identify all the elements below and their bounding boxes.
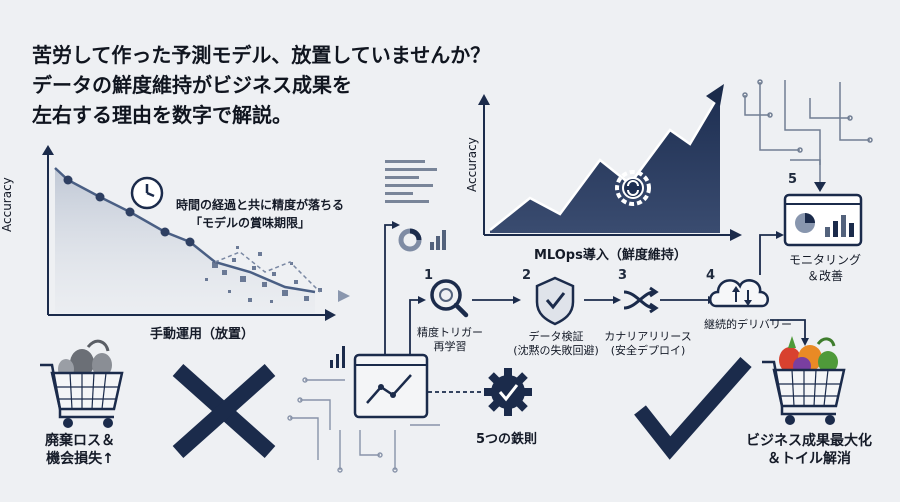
step-1-label: 精度トリガー 再学習 — [414, 326, 486, 354]
step-5-number: 5 — [788, 172, 798, 187]
decay-point — [160, 227, 170, 237]
step-2-label-line-2: (沈黙の失敗回避) — [513, 344, 599, 357]
decay-chart-ylabel: Accuracy — [0, 177, 14, 232]
mini-bars-icon — [330, 346, 345, 368]
growth-y-arrow-icon — [478, 94, 490, 105]
loss-label: 廃棄ロス＆ 機会損失↑ — [20, 432, 140, 468]
step-3-label: カナリアリリース (安全デプロイ) — [600, 330, 696, 358]
step-5-label-line-1: モニタリング — [788, 253, 861, 267]
step-1-label-line-1: 精度トリガー — [417, 326, 483, 339]
gear-check-icon — [484, 368, 532, 416]
step-1-number: 1 — [424, 268, 434, 283]
monitor-arrow-icon — [814, 182, 826, 192]
shopping-cart-gain-icon — [762, 336, 846, 425]
step-2-label: データ検証 (沈黙の失敗回避) — [506, 330, 606, 358]
step-3-number: 3 — [618, 268, 628, 283]
step-2-number: 2 — [522, 268, 532, 283]
step-4-label-line-1: 継続的デリバリー — [704, 318, 792, 331]
mini-bar-chart-icon — [430, 230, 446, 250]
decay-points — [63, 175, 195, 247]
monitor-dashboard-icon — [783, 193, 863, 247]
headline-line-1: 苦労して作った予測モデル、放置していませんか？ — [32, 43, 491, 67]
step-5-label-line-2: ＆改善 — [806, 269, 843, 283]
magnifier-icon — [430, 279, 469, 318]
clock-icon — [130, 176, 164, 210]
shopping-cart-loss-icon — [40, 339, 124, 428]
cross-mark-icon — [172, 364, 276, 458]
mini-pie-chart-icon — [398, 228, 422, 252]
connector-up — [384, 224, 395, 360]
step-5-label: モニタリング ＆改善 — [780, 252, 870, 284]
gain-label-line-1: ビジネス成果最大化 — [746, 433, 872, 449]
data-document-icon — [385, 160, 437, 203]
headline-line-3: 左右する理由を数字で解説。 — [32, 103, 292, 127]
decay-point — [125, 207, 135, 217]
cloud-sync-icon — [709, 279, 769, 308]
decay-point — [63, 175, 73, 185]
growth-arrow-icon — [706, 84, 724, 106]
loss-label-line-1: 廃棄ロス＆ — [45, 433, 115, 449]
gain-label-line-2: ＆トイル解消 — [767, 451, 851, 467]
decay-chart-xlabel: 手動運用（放置） — [150, 327, 255, 342]
shuffle-icon — [623, 286, 659, 314]
headline: 苦労して作った予測モデル、放置していませんか？ データの鮮度維持がビジネス成果を… — [32, 40, 592, 130]
gain-label: ビジネス成果最大化 ＆トイル解消 — [724, 432, 894, 468]
connector-4-5 — [759, 234, 778, 275]
step-4-number: 4 — [706, 268, 716, 283]
circuit-traces-bottom — [287, 377, 440, 473]
decay-point — [185, 237, 195, 247]
decay-chart-annotation-1: 時間の経過と共に精度が落ちる — [176, 198, 345, 212]
step-1-label-line-2: 再学習 — [433, 340, 467, 353]
headline-line-2: データの鮮度維持がビジネス成果を — [32, 73, 352, 97]
loss-label-line-2: 機会損失↑ — [46, 451, 114, 467]
shield-check-icon — [535, 276, 575, 326]
growth-x-arrow-icon — [730, 229, 742, 241]
decay-chart-annotation-2: 「モデルの賞味期限」 — [190, 216, 311, 230]
growth-chart-xlabel: MLOps導入（鮮度維持） — [534, 248, 687, 263]
step-4-label: 継続的デリバリー — [700, 318, 796, 332]
step-3-label-line-1: カナリアリリース — [604, 330, 692, 343]
decay-point — [95, 192, 105, 202]
growth-chart — [478, 84, 742, 241]
decay-end-arrow-icon — [338, 290, 350, 302]
decay-chart — [42, 145, 350, 321]
growth-chart-ylabel: Accuracy — [465, 137, 479, 192]
center-label: 5つの鉄則 — [476, 432, 538, 447]
decay-noise-line — [214, 251, 321, 293]
growth-line — [489, 99, 718, 231]
decay-y-arrow-icon — [42, 145, 54, 155]
decay-line — [54, 167, 316, 294]
connector-to-gain — [770, 319, 806, 340]
pipeline-connectors — [384, 224, 806, 360]
check-mark-icon — [634, 357, 752, 460]
laptop-hub-icon — [353, 353, 429, 419]
circuit-traces-top-right — [742, 79, 873, 185]
refresh-gear-icon — [615, 170, 651, 206]
step-2-label-line-1: データ検証 — [528, 330, 584, 343]
decay-x-arrow-icon — [325, 309, 336, 321]
step-3-label-line-2: (安全デプロイ) — [610, 344, 686, 357]
decay-pixel-noise — [205, 246, 322, 303]
connector-to-step-1 — [409, 299, 420, 360]
